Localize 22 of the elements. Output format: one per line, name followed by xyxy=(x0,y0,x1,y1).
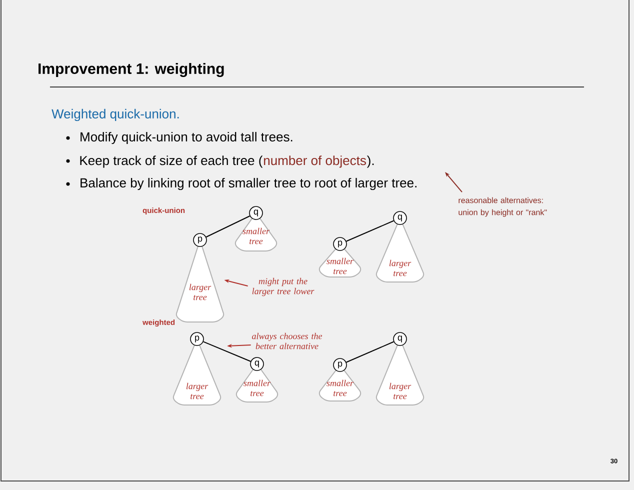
root-node: q xyxy=(393,332,407,346)
bullet-text: Balance by linking root of smaller tree to root of larger tree. xyxy=(80,178,416,190)
slide-title: Improvement 1: weighting xyxy=(38,62,224,78)
root-node: p xyxy=(333,358,347,372)
heading: Weighted quick-union. xyxy=(52,108,179,122)
highlighted-text: number of objects xyxy=(264,156,366,168)
tree-link xyxy=(206,216,250,238)
annotation: might put the larger tree lower xyxy=(252,278,314,296)
bullet-text: Keep track of size of each tree ( xyxy=(80,156,263,168)
tree-link xyxy=(346,220,394,242)
root-node: p xyxy=(333,237,347,251)
annotation: always chooses the better alternative xyxy=(252,332,322,350)
root-node: q xyxy=(250,357,264,371)
tree-link xyxy=(346,341,394,363)
root-node: p xyxy=(193,233,207,247)
root-node: q xyxy=(249,206,263,220)
bullet-text: ). xyxy=(366,156,374,168)
root-node: q xyxy=(393,211,407,225)
bullet-text: Modify quick-union to avoid tall trees. xyxy=(80,132,292,144)
root-node: p xyxy=(190,332,204,346)
annotation: reasonable alternatives: union by height or "rank" xyxy=(458,197,547,217)
tree-link xyxy=(202,341,252,362)
